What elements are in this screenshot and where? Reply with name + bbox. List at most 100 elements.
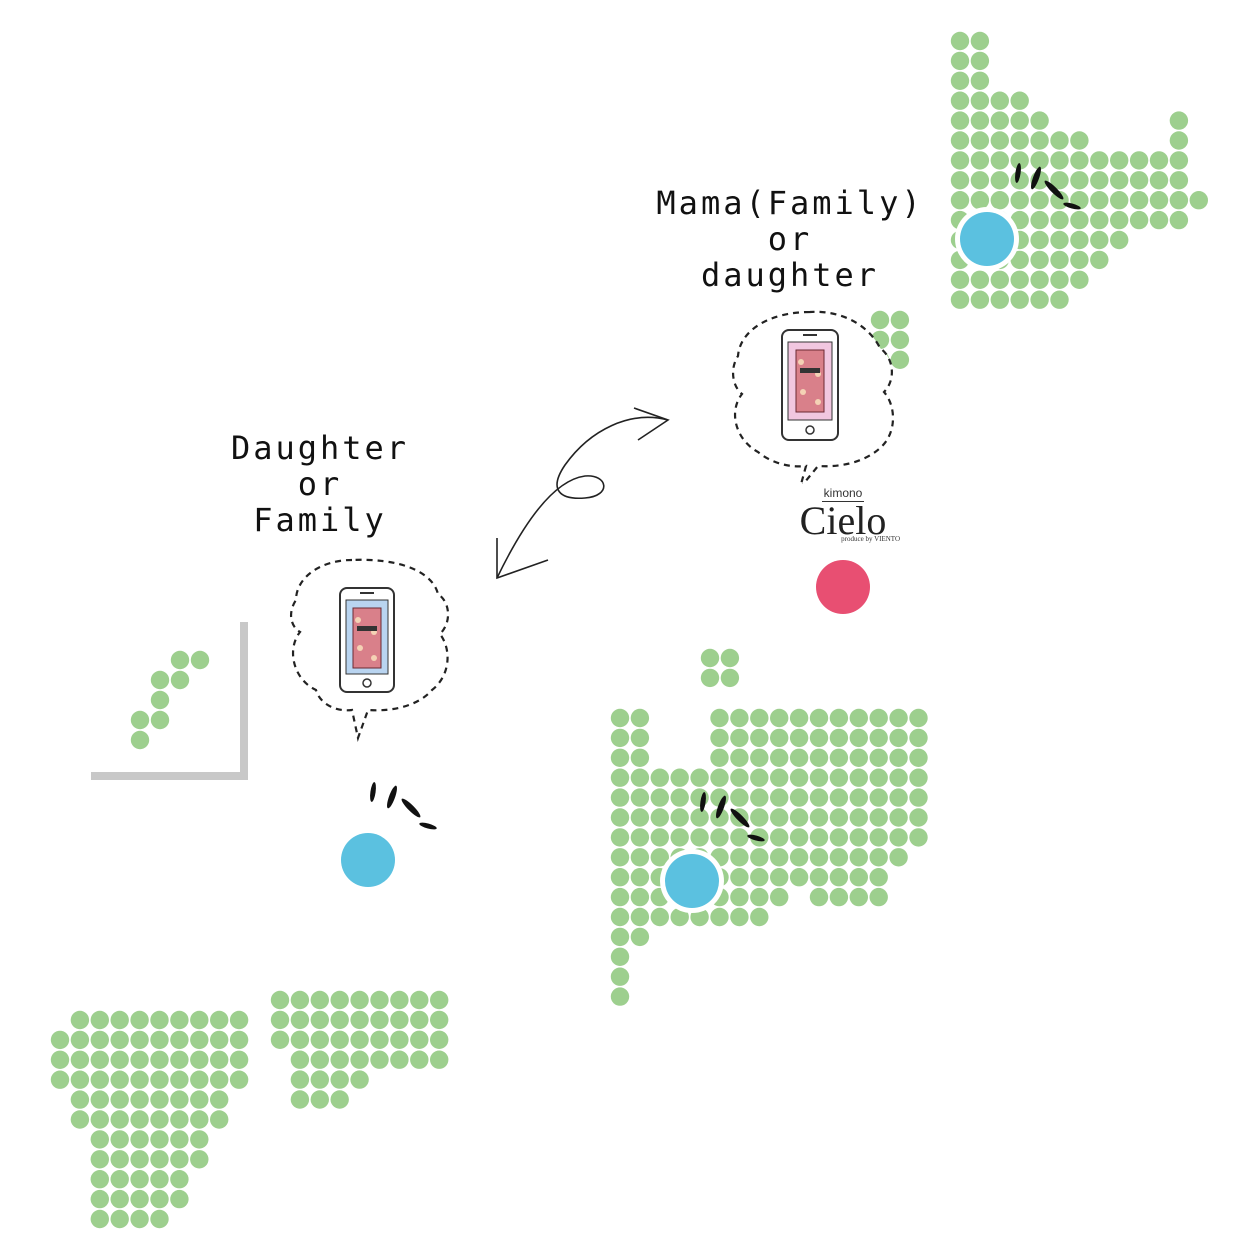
left-caption: Daughter or Family: [205, 430, 435, 538]
map-dot: [710, 907, 729, 927]
double-arrow-icon: [496, 407, 670, 580]
map-dot: [190, 1150, 209, 1169]
map-dot: [1030, 270, 1049, 289]
map-dot: [210, 1090, 229, 1109]
map-dot: [430, 1030, 449, 1050]
map-dot: [809, 887, 829, 907]
map-dot: [50, 1030, 70, 1050]
map-dot: [650, 828, 669, 847]
map-dot: [1050, 151, 1069, 170]
map-dot: [350, 1050, 369, 1069]
map-dot: [630, 788, 650, 807]
map-dot: [770, 728, 789, 748]
map-dot: [1030, 191, 1049, 210]
map-dot: [770, 748, 789, 767]
map-dot: [150, 1110, 169, 1129]
map-dot: [750, 808, 769, 827]
map-dot: [70, 1070, 90, 1089]
map-dot: [110, 1050, 129, 1070]
map-dot: [1169, 191, 1189, 210]
map-dot: [190, 1030, 209, 1050]
map-dot: [70, 1090, 90, 1109]
map-dot: [130, 1189, 149, 1209]
map-dot: [750, 708, 769, 728]
map-dot: [829, 868, 849, 887]
map-dot: [1169, 151, 1189, 170]
map-dot: [970, 270, 990, 289]
map-dot: [730, 848, 749, 867]
map-dot: [130, 1170, 149, 1189]
map-dot: [150, 710, 170, 730]
map-dot: [789, 868, 809, 887]
map-dot: [90, 1189, 110, 1209]
map-dot: [630, 887, 650, 907]
map-dot: [1010, 91, 1029, 110]
map-dot: [889, 728, 908, 748]
map-dot: [970, 151, 990, 170]
map-dot: [990, 171, 1009, 190]
map-dot: [1110, 151, 1129, 170]
map-dot: [610, 967, 630, 986]
map-dot: [710, 828, 729, 847]
map-dot: [210, 1050, 229, 1070]
map-dot: [730, 748, 749, 767]
map-dot: [110, 1170, 129, 1189]
map-dot: [690, 788, 709, 807]
map-dot: [110, 1070, 129, 1089]
map-dot: [130, 1110, 149, 1129]
map-dot: [430, 1050, 449, 1069]
map-dot: [150, 1150, 169, 1169]
map-dot: [1030, 210, 1049, 230]
map-dot: [90, 1050, 110, 1070]
map-dot: [990, 290, 1009, 309]
map-dot: [350, 1070, 369, 1089]
map-dot: [750, 848, 769, 867]
map-dot: [1030, 131, 1049, 150]
map-dot: [610, 848, 630, 867]
map-dot: [720, 668, 740, 688]
logo-brand-text: Cielo: [799, 498, 887, 543]
map-dot: [630, 848, 650, 867]
map-dot: [1090, 171, 1109, 190]
location-markers: [336, 207, 1019, 913]
map-dot: [610, 728, 630, 748]
map-dot: [770, 808, 789, 827]
logo-kimono-text: kimono: [823, 486, 863, 500]
map-dot: [870, 310, 890, 330]
map-dot: [1110, 171, 1129, 190]
map-dot: [610, 788, 630, 807]
map-dot: [809, 728, 829, 748]
map-dot: [150, 1209, 169, 1229]
map-dot: [750, 788, 769, 807]
map-dot: [170, 1150, 189, 1169]
map-dot: [720, 648, 740, 668]
map-dot: [770, 848, 789, 867]
map-dot: [730, 708, 749, 728]
map-dot: [1030, 250, 1049, 270]
map-dot: [1010, 250, 1029, 270]
map-dot: [1149, 191, 1169, 210]
map-dot: [670, 907, 689, 927]
map-dot: [229, 1030, 249, 1050]
caption-line: or: [767, 220, 813, 258]
map-dot: [430, 1010, 449, 1030]
map-dot: [610, 907, 630, 927]
map-dot: [849, 868, 868, 887]
map-dot: [889, 848, 908, 867]
map-dot: [789, 748, 809, 767]
map-dot: [750, 907, 769, 927]
map-dot: [869, 728, 888, 748]
map-dot: [849, 808, 868, 827]
map-dot: [330, 1090, 349, 1109]
map-dot: [1070, 131, 1089, 150]
map-dot: [990, 270, 1009, 289]
map-dot: [190, 650, 210, 670]
map-dot: [110, 1010, 129, 1030]
map-dot: [829, 728, 849, 748]
sparkle-marks-icon: [1015, 163, 1081, 210]
map-dot: [610, 808, 630, 827]
map-dot: [70, 1110, 90, 1129]
map-dot: [1090, 210, 1109, 230]
